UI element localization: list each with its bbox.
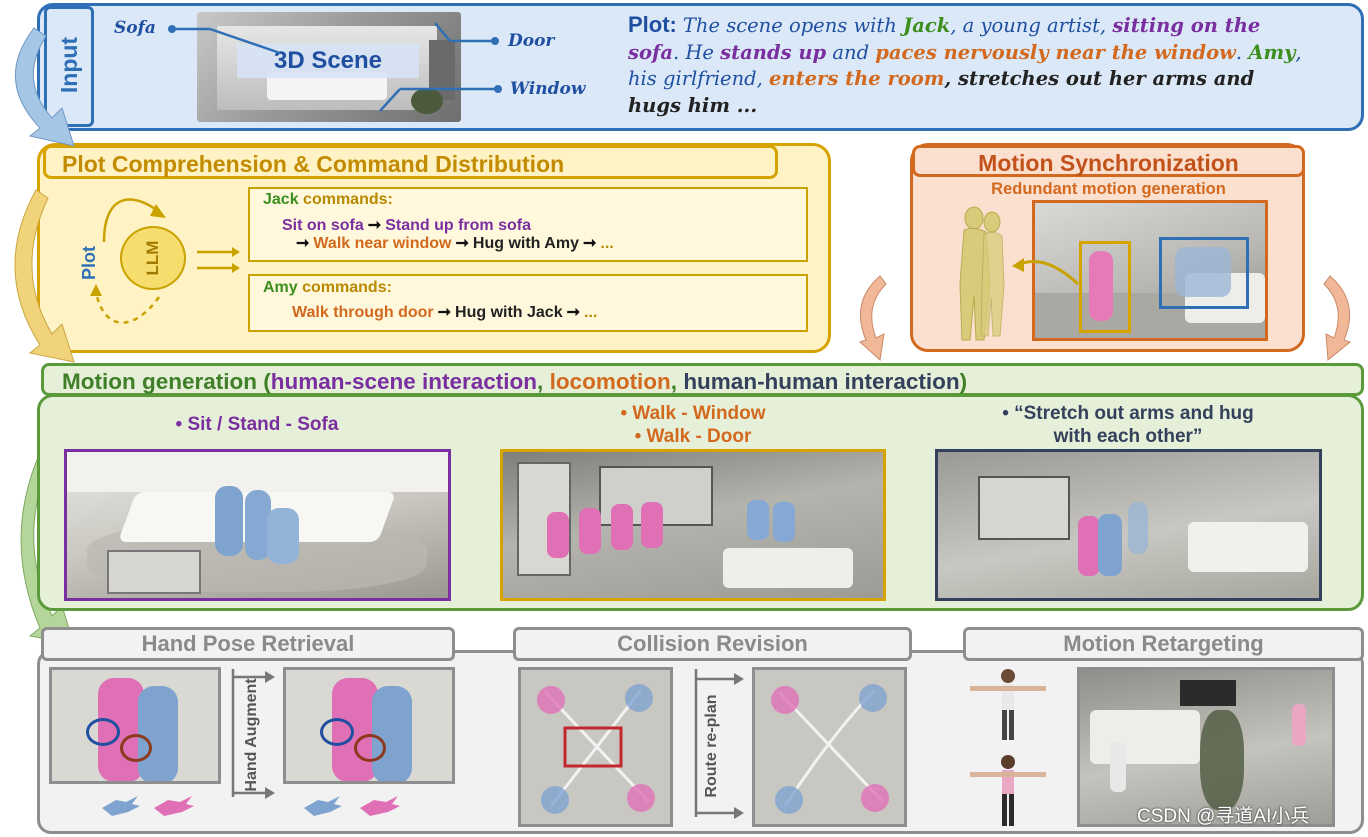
amy-commands-box <box>248 274 808 332</box>
render-walk-window-door <box>500 449 886 601</box>
sync-scene-image <box>1032 200 1268 341</box>
mg-caption-walk-door: • Walk - Door <box>634 426 752 447</box>
plot-segment: enters the room <box>769 67 945 90</box>
label-window: Window <box>510 79 586 99</box>
amy-commands-line: Walk through door➞Hug with Jack➞... <box>292 302 597 322</box>
jack-commands-line1: Sit on sofa➞Stand up from sofa <box>282 215 531 235</box>
llm-loop-diagram <box>90 198 240 324</box>
plot-segment: . He <box>673 40 721 64</box>
plot-segment: and <box>826 40 876 64</box>
plot-segment: paces nervously near the window <box>875 40 1236 64</box>
plot-segment: stands up <box>720 40 827 64</box>
right-arrow-icon: ➞ <box>566 304 580 321</box>
jack-commands-suffix: commands: <box>298 191 393 208</box>
scene-label: 3D Scene <box>237 44 419 78</box>
retarget-scene-image <box>1077 667 1335 827</box>
retarget-title: Motion Retargeting <box>963 627 1364 661</box>
motion-sync-title: Motion Synchronization <box>912 145 1305 177</box>
gold-human-figures <box>959 206 1005 341</box>
command-item: Walk through door <box>292 304 434 321</box>
right-arrow-icon: ➞ <box>582 235 597 252</box>
route-replan-arrow <box>694 669 744 819</box>
label-sofa: Sofa <box>114 18 156 38</box>
right-arrow-icon: ➞ <box>296 235 310 252</box>
collision-before <box>518 667 673 827</box>
plot-segment: Amy <box>1248 40 1296 64</box>
command-item: ... <box>584 304 598 321</box>
command-item: Hug with Jack <box>455 304 563 321</box>
mg-title-sep2: , <box>670 369 684 394</box>
amy-commands-heading: Amy commands: <box>263 279 392 297</box>
csdn-watermark: CSDN @寻道AI小兵 <box>1137 806 1310 827</box>
pink-hand-icon-2 <box>360 796 400 816</box>
female-character-icon <box>970 755 1046 826</box>
plot-segment: . <box>1235 40 1249 64</box>
plot-label: Plot: <box>628 12 677 37</box>
right-arrow-icon: ➞ <box>455 235 469 252</box>
plot-body: The scene opens with Jack, a young artis… <box>628 14 1302 117</box>
llm-ellipse <box>120 226 186 290</box>
input-side-box <box>44 6 94 127</box>
plot-text: Plot:The scene opens with Jack, a young … <box>628 12 1304 119</box>
hand-pose-before <box>49 667 221 784</box>
render-sit-stand-sofa <box>64 449 451 601</box>
jack-commands-heading: Jack commands: <box>263 191 393 209</box>
mg-title-loco: locomotion <box>549 369 671 394</box>
collision-title: Collision Revision <box>513 627 912 661</box>
right-arrow-icon: ➞ <box>367 217 382 234</box>
jack-commands-line2: ➞Walk near window➞Hug with Amy➞... <box>292 233 614 253</box>
command-item: Hug with Amy <box>472 235 579 252</box>
command-item: Stand up from sofa <box>385 217 531 234</box>
llm-tag: LLM <box>143 240 162 276</box>
hand-pose-after <box>283 667 455 784</box>
right-arrow-icon: ➞ <box>437 304 452 321</box>
hand-augment-arrow <box>231 669 275 799</box>
jack-commands-box <box>248 187 808 262</box>
hand-pose-title: Hand Pose Retrieval <box>41 627 455 661</box>
plot-comprehension-title: Plot Comprehension & Command Distributio… <box>43 145 778 179</box>
render-hug <box>935 449 1322 601</box>
amy-name: Amy <box>263 279 298 296</box>
plot-segment: , stretches out her arms and hugs him ..… <box>628 67 1255 117</box>
mg-title-hhi: human-human interaction <box>683 369 960 394</box>
sync-arrow <box>1012 258 1080 286</box>
collision-paths-after <box>771 684 889 814</box>
plot-segment: Jack <box>903 14 951 37</box>
mg-title-prefix: Motion generation ( <box>62 369 271 394</box>
scene-pointer-lines <box>168 22 502 112</box>
label-door: Door <box>508 31 555 51</box>
male-character-icon <box>970 669 1046 740</box>
retarget-t-pose-figures <box>970 669 1046 826</box>
plot-segment: , his girlfriend, <box>628 40 1302 91</box>
jack-name: Jack <box>263 191 299 208</box>
pink-hand-icon <box>154 796 194 816</box>
mg-title-suffix: ) <box>959 369 968 394</box>
mg-caption-hug-1: • “Stretch out arms and hug <box>1002 403 1254 424</box>
sync-cycle-arrows <box>859 275 1352 361</box>
hand-icons <box>102 796 400 816</box>
motion-sync-subtitle: Redundant motion generation <box>991 180 1226 198</box>
mg-caption-walk-window: • Walk - Window <box>620 403 766 424</box>
mg-caption-sofa: • Sit / Stand - Sofa <box>175 414 339 435</box>
plot-segment: The scene opens with <box>682 14 904 37</box>
blue-hand-icon <box>102 796 140 816</box>
collision-paths-before <box>537 684 655 814</box>
command-item: Walk near window <box>313 235 452 252</box>
mg-caption-hug-2: with each other” <box>1053 426 1203 447</box>
plot-segment: sitting on the sofa <box>628 14 1261 64</box>
amy-commands-suffix: commands: <box>297 279 392 296</box>
mg-title-sep1: , <box>537 369 550 394</box>
blue-hand-icon-2 <box>304 796 342 816</box>
command-item: ... <box>600 235 614 252</box>
command-item: Sit on sofa <box>282 217 364 234</box>
sync-figure-gold <box>944 204 1016 344</box>
plot-segment: , a young artist, <box>950 14 1113 37</box>
mg-title-hsi: human-scene interaction <box>270 369 538 394</box>
collision-after <box>752 667 907 827</box>
motion-generation-title: Motion generation (human-scene interacti… <box>41 363 1364 396</box>
